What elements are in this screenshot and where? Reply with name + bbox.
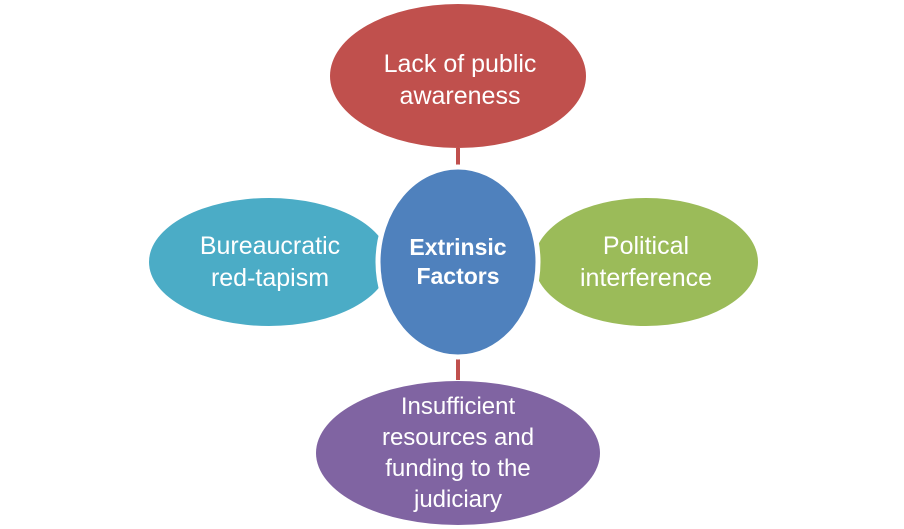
node-top-label: Lack of public awareness xyxy=(340,20,580,140)
node-left-label: Bureaucratic red-tapism xyxy=(158,210,382,314)
node-center-label: Extrinsic Factors xyxy=(388,186,528,338)
node-right-shape xyxy=(534,198,758,326)
node-left-shape xyxy=(149,198,389,326)
node-top-shape xyxy=(330,4,586,148)
node-right-label: Political interference xyxy=(540,210,752,314)
node-center-text: Extrinsic Factors xyxy=(409,233,507,289)
node-top-text: Lack of public awareness xyxy=(383,50,537,110)
node-bottom-text: Insufficient resources and funding to th… xyxy=(381,392,535,514)
node-bottom-shape xyxy=(316,381,600,525)
node-left-text: Bureaucratic red-tapism xyxy=(199,232,341,292)
node-bottom-label: Insufficient resources and funding to th… xyxy=(330,385,586,521)
node-center-shape xyxy=(375,164,541,360)
node-right-text: Political interference xyxy=(579,232,713,292)
